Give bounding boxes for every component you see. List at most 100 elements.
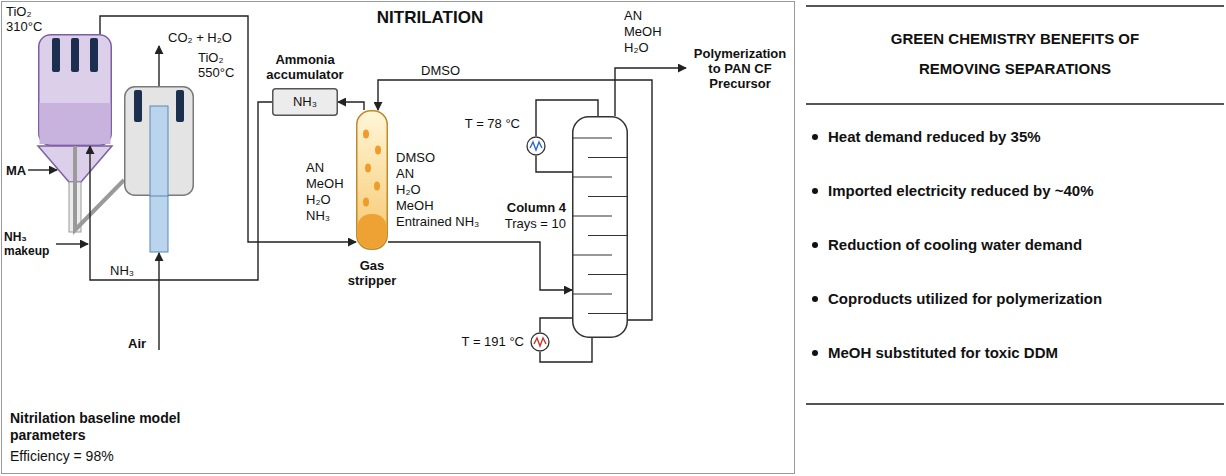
benefit-item: Coproducts utilized for polymerization	[828, 290, 1102, 308]
benefit-item: Heat demand reduced by 35%	[828, 128, 1041, 146]
species-name: MeOH	[396, 198, 434, 213]
liquid-level	[358, 214, 387, 248]
species-name: AN	[396, 166, 414, 181]
benefit-item: Reduction of cooling water demand	[828, 236, 1082, 254]
droplet	[374, 182, 380, 191]
distillation-column: Column 4Trays = 10	[572, 116, 628, 338]
droplet	[375, 146, 381, 155]
node-caption: TiO₂ 310°C	[6, 4, 51, 34]
node-caption: Column 4	[507, 200, 566, 215]
makeup-arrow	[56, 243, 88, 244]
tray	[573, 137, 612, 138]
tray	[588, 196, 627, 197]
injector	[134, 90, 142, 122]
species-name: DMSO	[396, 150, 435, 165]
node-text: NH₃	[293, 94, 317, 109]
species-name: H₂O	[624, 40, 649, 55]
injector	[90, 38, 98, 72]
pipe-connector	[100, 16, 356, 242]
reboiler: T = 191 °C	[530, 332, 550, 352]
vessel-outline	[125, 87, 194, 196]
bullet-dot	[812, 296, 818, 302]
pipe-connector	[388, 242, 572, 290]
species-name: AN	[306, 160, 324, 175]
node-caption: Ammonia accumulator	[260, 52, 350, 82]
edge-label: NH₃	[108, 263, 136, 278]
gas-stripper: Gas stripper	[356, 110, 388, 250]
tray	[588, 313, 627, 314]
stream-name: NH₃ makeup	[4, 230, 54, 258]
riser-tube	[150, 195, 168, 252]
tray	[588, 157, 627, 158]
distillation-column-shape	[572, 116, 628, 338]
species-name: H₂O	[396, 182, 421, 197]
panel-heading: GREEN CHEMISTRY BENEFITS OF REMOVING SEP…	[865, 24, 1165, 84]
riser-tube	[150, 106, 168, 196]
species-name: H₂O	[306, 192, 331, 207]
regenerator-vessel-shape	[124, 86, 194, 196]
node-caption: Gas stripper	[342, 258, 402, 288]
exchanger-outline	[531, 333, 549, 351]
species-name: AN	[624, 8, 642, 23]
bullet-dot	[812, 188, 818, 194]
benefit-item: MeOH substituted for toxic DDM	[828, 344, 1058, 362]
tray	[588, 235, 627, 236]
reactor-vessel-shape	[38, 34, 112, 146]
stream-name: MA	[6, 163, 26, 178]
pipe-connector	[536, 156, 572, 172]
species-name: Entrained NH₃	[396, 214, 479, 229]
parameter-heading: Nitrilation baseline model parameters	[10, 410, 240, 444]
node-caption: T = 78 °C	[465, 116, 520, 131]
vessel-outline	[39, 35, 112, 146]
destination-note: Polymerization to PAN CF Precursor	[690, 46, 790, 91]
benefit-item: Imported electricity reduced by ~40%	[828, 182, 1094, 200]
tray	[573, 215, 612, 216]
offgas-arrow	[158, 46, 159, 86]
accumulator-box: Ammonia accumulatorNH₃	[272, 88, 338, 116]
droplet	[363, 130, 369, 139]
node-caption: T = 191 °C	[462, 334, 524, 349]
panel-rule	[806, 403, 1224, 405]
parameter-value: Efficiency = 98%	[10, 448, 114, 465]
panel-border	[2, 2, 795, 474]
reactor-vessel: TiO₂ 310°C	[38, 34, 112, 146]
feed-arrow	[28, 169, 57, 170]
node-caption: TiO₂ 550°C	[198, 50, 243, 80]
bullet-dot	[812, 350, 818, 356]
diagram-title: NITRILATION	[330, 8, 530, 28]
edge-label: DMSO	[419, 63, 462, 78]
regenerator-vessel: TiO₂ 550°C	[124, 86, 194, 196]
injector	[71, 38, 79, 72]
species-name: MeOH	[306, 176, 344, 191]
droplet	[365, 164, 371, 173]
tray	[573, 254, 612, 255]
reboiler-shape	[530, 332, 550, 352]
node-caption: Trays = 10	[505, 216, 566, 231]
injector	[52, 38, 60, 72]
condenser: T = 78 °C	[526, 136, 546, 156]
tray	[573, 176, 612, 177]
panel-rule	[806, 5, 1224, 7]
air-arrow	[158, 253, 159, 350]
column-outline	[573, 117, 628, 338]
stream-name: CO₂ + H₂O	[168, 30, 232, 45]
exchanger-outline	[527, 137, 545, 155]
species-name: NH₃	[306, 208, 330, 223]
panel-rule	[806, 103, 1224, 105]
species-name: MeOH	[624, 24, 662, 39]
column-outline	[357, 111, 388, 250]
pipe-connector	[540, 318, 572, 332]
tray	[588, 274, 627, 275]
tray	[573, 293, 612, 294]
exchanger-coil	[530, 142, 542, 150]
exchanger-coil	[534, 338, 546, 346]
bullet-dot	[812, 134, 818, 140]
gas-stripper-shape	[356, 110, 388, 250]
droplet	[363, 198, 369, 207]
tank-outline	[273, 89, 338, 116]
product-arrow	[615, 68, 686, 116]
pipe-connector	[338, 102, 364, 110]
condenser-shape	[526, 136, 546, 156]
stream-name: Air	[128, 336, 146, 351]
